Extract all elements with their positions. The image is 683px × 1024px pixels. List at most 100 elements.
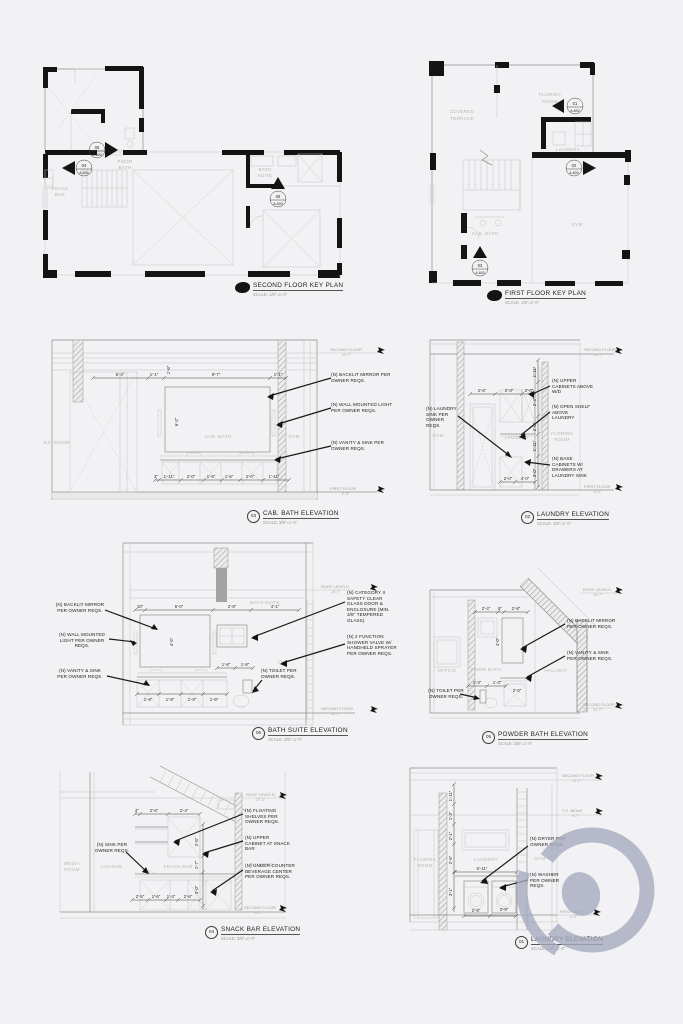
room-label: ROOM xyxy=(542,99,558,104)
note-upper-cabinet: (N) UPPER CABINET AT SNACK BAR xyxy=(245,835,290,851)
plan-title-first-floor: FIRST FLOOR KEY PLAN SCALE: 1/8"=1'-0" xyxy=(487,290,587,305)
callout-sheet: A-600 xyxy=(92,153,102,157)
room-label: BATH xyxy=(258,167,271,172)
level-label: SECOND FLOOR xyxy=(583,702,615,707)
room-label: HALLWAY xyxy=(544,668,567,673)
dim-label: 4'-0" xyxy=(495,637,500,646)
detail-number: 01 xyxy=(515,936,528,949)
dim-label: 2'-6" xyxy=(194,837,199,846)
dim-label: 2'-0" xyxy=(513,688,522,693)
dim-label: 1'-9" xyxy=(144,697,153,702)
level-flag-icon xyxy=(615,347,623,354)
note-base-cabinets: (N) BASE CABINETS W/ DRAWERS AT LAUNDRY … xyxy=(552,456,587,478)
plan-linework xyxy=(429,61,631,286)
note-backlit-mirror: (N) BACKLIT MIRROR PER OWNER REQS. xyxy=(331,372,391,383)
level-label: SECOND FLOOR xyxy=(244,905,276,910)
dim-label: 1'-11" xyxy=(532,366,537,377)
level-label: SECOND FLOOR xyxy=(321,706,353,711)
detail-number: 04 xyxy=(205,926,218,939)
note-vanity-sink: (N) VANITY & SINK PER OWNER REQS. xyxy=(567,650,613,661)
note-dryer: (N) DRYER PER OWNER REQS. xyxy=(530,836,566,847)
dim-label: 1'-8" xyxy=(222,662,231,667)
room-label: FLORIDA xyxy=(414,857,437,862)
snack-bar-elevation: 2" 2'-6" 2'-4" 2'-6" 1'-7" 3'-0" 2'-5" 1… xyxy=(48,762,398,957)
level-value: 12'-7" xyxy=(254,911,264,915)
plan-linework xyxy=(42,66,342,278)
title-text: SECOND FLOOR KEY PLAN xyxy=(253,282,344,291)
dim-label: 1'-4" xyxy=(167,894,176,899)
title-scale: SCALE: 3/8"=1'-0" xyxy=(221,936,256,941)
dim-label: 2'-5" xyxy=(136,894,145,899)
room-label: SNACK BAR xyxy=(163,864,193,869)
dim-label: 5" xyxy=(498,606,502,611)
dim-label: 2'-0" xyxy=(246,474,255,479)
note-beverage-center: (N) UNDER-COUNTER BEVERAGE CENTER PER OW… xyxy=(245,863,295,879)
note-open-shelf: (N) OPEN SHELF ABOVE LAUNDRY xyxy=(552,404,591,420)
dimensions: 2'-4" 5" 2'-8" 4'-0" 1'-3" 1'-3" 2'-0" xyxy=(465,606,531,693)
level-label: T.O. BEAM xyxy=(562,808,582,813)
title-text: FIRST FLOOR KEY PLAN xyxy=(505,290,587,299)
callout-number: 06 xyxy=(276,194,281,199)
room-label: FLORIDA xyxy=(539,92,562,97)
level-flag-icon xyxy=(377,486,385,493)
room-labels: FLORIDA ROOM LAUNDRY GYM xyxy=(414,856,545,868)
callout-number: 02 xyxy=(572,163,577,168)
callout-04: 04 A-600 xyxy=(62,159,93,177)
level-label: ROOF LEVELS xyxy=(321,584,349,589)
leaders xyxy=(104,601,346,693)
room-label: ROOM xyxy=(417,863,433,868)
callout-03: 03 A-600 xyxy=(471,246,489,277)
dim-label: 1'-9" xyxy=(166,697,175,702)
title-scale: SCALE: 3/8"=1'-0" xyxy=(268,737,303,742)
dim-label: 1'-1" xyxy=(274,372,283,377)
title-scale: SCALE: 3/8"=1'-0" xyxy=(531,946,566,951)
leaders xyxy=(125,813,244,896)
dimensions: 10" 6'-0" 2'-8" 4'-1" 4'-5" 1'-8" 1'-8" … xyxy=(132,604,302,702)
room-label: GYM xyxy=(432,433,443,438)
note-wall-light: (N) WALL MOUNTED LIGHT PER OWNER REQS. xyxy=(59,632,105,648)
elevation-title-bath-suite: 06 BATH SUITE ELEVATION SCALE: 3/8"=1'-0… xyxy=(252,727,348,742)
callout-sheet: A-600 xyxy=(569,171,579,175)
level-flag-icon xyxy=(615,587,623,594)
note-laundry-sink: (N) LAUNDRY SINK PER OWNER REQS. xyxy=(426,406,457,428)
title-scale: SCALE: 1/8"=1'-0" xyxy=(253,292,288,297)
room-labels: COVERED TERRACE FLORIDA ROOM LAUNDRY GYM… xyxy=(450,92,583,236)
dim-label: 2'-9" xyxy=(500,907,509,912)
laundry-elevation-02: 2'-6" 2'-3" 2'-0" 1'-11" 2'-4" 2'-0" 1'-… xyxy=(422,332,672,547)
title-text: SNACK BAR ELEVATION xyxy=(221,926,301,935)
elevation-title-cab-bath: 03 CAB. BATH ELEVATION SCALE: 3/8"=1'-0" xyxy=(247,510,339,525)
dim-label: 1'-6" xyxy=(225,474,234,479)
level-flag-icon xyxy=(370,706,378,713)
first-floor-key-plan: 01 A-600 02 A-600 03 A-600 COVERED TERRA… xyxy=(425,55,660,315)
elevation-title-snack-bar: 04 SNACK BAR ELEVATION SCALE: 3/8"=1'-0" xyxy=(205,926,301,941)
level-value: 17'-2" xyxy=(256,798,266,802)
dim-label: 6'-11" xyxy=(477,866,488,871)
detail-number: 06 xyxy=(252,727,265,740)
powder-bath-elevation: 2'-4" 5" 2'-8" 4'-0" 1'-3" 1'-3" 2'-0" O… xyxy=(420,558,675,758)
key-plan-marker-icon xyxy=(487,290,502,301)
dim-label: 1'-8" xyxy=(241,662,250,667)
title-text: CAB. BATH ELEVATION xyxy=(263,510,339,519)
key-plan-marker-icon xyxy=(235,282,250,293)
callout-05: 05 A-600 xyxy=(88,141,118,159)
title-text: LAUNDRY ELEVATION xyxy=(537,511,610,520)
dim-label: 1'-11" xyxy=(164,474,175,479)
room-label: GYM xyxy=(288,434,299,439)
level-flag-icon xyxy=(595,773,603,780)
dim-label: 2'-8" xyxy=(512,606,521,611)
dim-label: 1'-9" xyxy=(210,697,219,702)
dim-label: 1'-1" xyxy=(150,372,159,377)
dim-label: 4'-5" xyxy=(169,637,174,646)
level-value: 0'-0" xyxy=(594,490,602,494)
level-value: 12'-7" xyxy=(593,708,603,712)
level-flag-icon xyxy=(615,484,623,491)
dim-label: 1'-6" xyxy=(207,474,216,479)
room-label: ROOM xyxy=(554,437,570,442)
dim-label: 3'-0" xyxy=(194,885,199,894)
room-label: GYM xyxy=(571,222,582,227)
level-markers: ROOF LEVELS 19'-7" SECOND FLOOR 12'-7" xyxy=(321,584,378,716)
room-label: SUITE xyxy=(257,173,272,178)
dim-label: 6'-0" xyxy=(175,604,184,609)
dim-label: 1'-11" xyxy=(269,474,280,479)
room-labels: EXTERIOR CAB. BATH GYM xyxy=(44,434,299,445)
